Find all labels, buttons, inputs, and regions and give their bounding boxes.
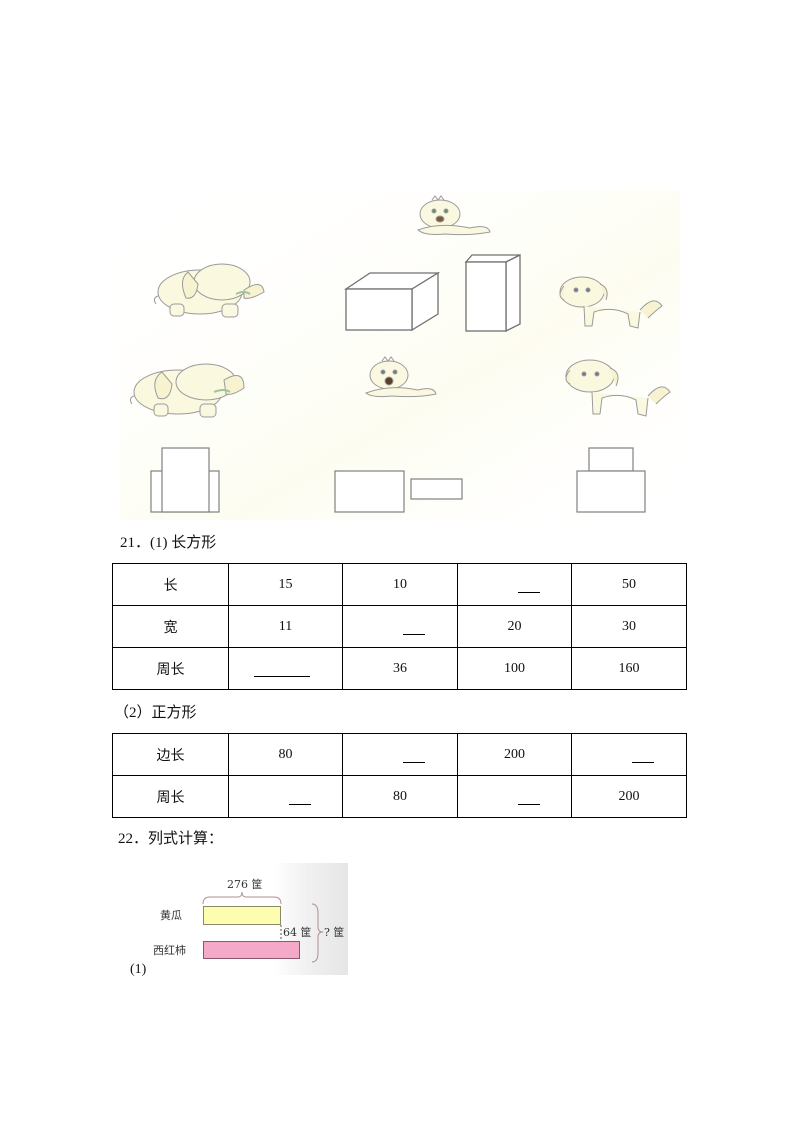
front-view-drawing bbox=[150, 447, 220, 513]
row-header-side: 边长 bbox=[112, 733, 229, 776]
row-header-length: 长 bbox=[112, 563, 229, 606]
three-views-illustration bbox=[120, 190, 680, 520]
puppy-icon bbox=[565, 359, 671, 417]
row-header-perimeter: 周长 bbox=[112, 647, 229, 690]
table-row: 长 15 10 50 bbox=[112, 563, 687, 606]
cell: 80 bbox=[228, 733, 343, 776]
answer-blank-cell[interactable] bbox=[457, 563, 572, 606]
table-row: 宽 11 20 30 bbox=[112, 605, 687, 648]
square-table: 边长 80 200 周长 80 200 bbox=[112, 733, 687, 818]
tomato-label: 西红柿 bbox=[153, 944, 186, 957]
cucumber-label: 黄瓜 bbox=[160, 909, 182, 922]
tall-box-shape bbox=[464, 253, 521, 333]
puppy-icon bbox=[559, 276, 663, 329]
answer-blank[interactable] bbox=[517, 578, 540, 593]
bird-icon bbox=[417, 195, 491, 236]
question-22-title: 22．列式计算： bbox=[118, 831, 224, 847]
sub-question-label: (1) bbox=[130, 962, 147, 977]
question-21-title: 21．(1) 长方形 bbox=[120, 535, 217, 551]
rectangle-table: 长 15 10 50 宽 11 20 30 周长 36 100 160 bbox=[112, 563, 687, 690]
cell: 36 bbox=[342, 647, 458, 690]
answer-blank-cell[interactable] bbox=[228, 647, 343, 690]
answer-blank[interactable] bbox=[517, 790, 540, 805]
cell: 30 bbox=[571, 605, 687, 648]
row-header-perimeter: 周长 bbox=[112, 775, 229, 818]
cucumber-bar bbox=[203, 906, 281, 925]
answer-blank[interactable] bbox=[288, 790, 311, 805]
cell: 20 bbox=[457, 605, 572, 648]
cell: 160 bbox=[571, 647, 687, 690]
cuboid-shape bbox=[343, 271, 441, 332]
top-view-drawing bbox=[334, 470, 463, 513]
side-view-drawing bbox=[576, 447, 646, 513]
row-header-width: 宽 bbox=[112, 605, 229, 648]
bird-icon bbox=[365, 356, 437, 398]
answer-blank[interactable] bbox=[632, 748, 654, 763]
answer-blank[interactable] bbox=[403, 748, 425, 763]
answer-blank-cell[interactable] bbox=[342, 605, 458, 648]
answer-blank-cell[interactable] bbox=[228, 775, 343, 818]
cell: 200 bbox=[457, 733, 572, 776]
bar-model-diagram: 276 筐 黄瓜 西红柿 64 筐 ? 筐 bbox=[152, 863, 348, 975]
total-cucumber-label: 276 筐 bbox=[227, 878, 263, 891]
answer-blank[interactable] bbox=[403, 620, 425, 635]
part-2-title: （2）正方形 bbox=[114, 705, 197, 721]
answer-blank[interactable] bbox=[253, 662, 310, 677]
answer-blank-cell[interactable] bbox=[457, 775, 572, 818]
unknown-total-label: ? 筐 bbox=[324, 926, 345, 939]
cell: 15 bbox=[228, 563, 343, 606]
tomato-bar bbox=[203, 941, 300, 959]
answer-blank-cell[interactable] bbox=[571, 733, 687, 776]
elephant-icon bbox=[129, 363, 245, 418]
cell: 50 bbox=[571, 563, 687, 606]
cell: 11 bbox=[228, 605, 343, 648]
table-row: 周长 80 200 bbox=[112, 775, 687, 818]
table-row: 边长 80 200 bbox=[112, 733, 687, 776]
elephant-icon bbox=[153, 263, 265, 318]
answer-blank-cell[interactable] bbox=[342, 733, 458, 776]
difference-label: 64 筐 bbox=[283, 926, 312, 939]
table-row: 周长 36 100 160 bbox=[112, 647, 687, 690]
cell: 200 bbox=[571, 775, 687, 818]
cell: 100 bbox=[457, 647, 572, 690]
cell: 80 bbox=[342, 775, 458, 818]
cell: 10 bbox=[342, 563, 458, 606]
